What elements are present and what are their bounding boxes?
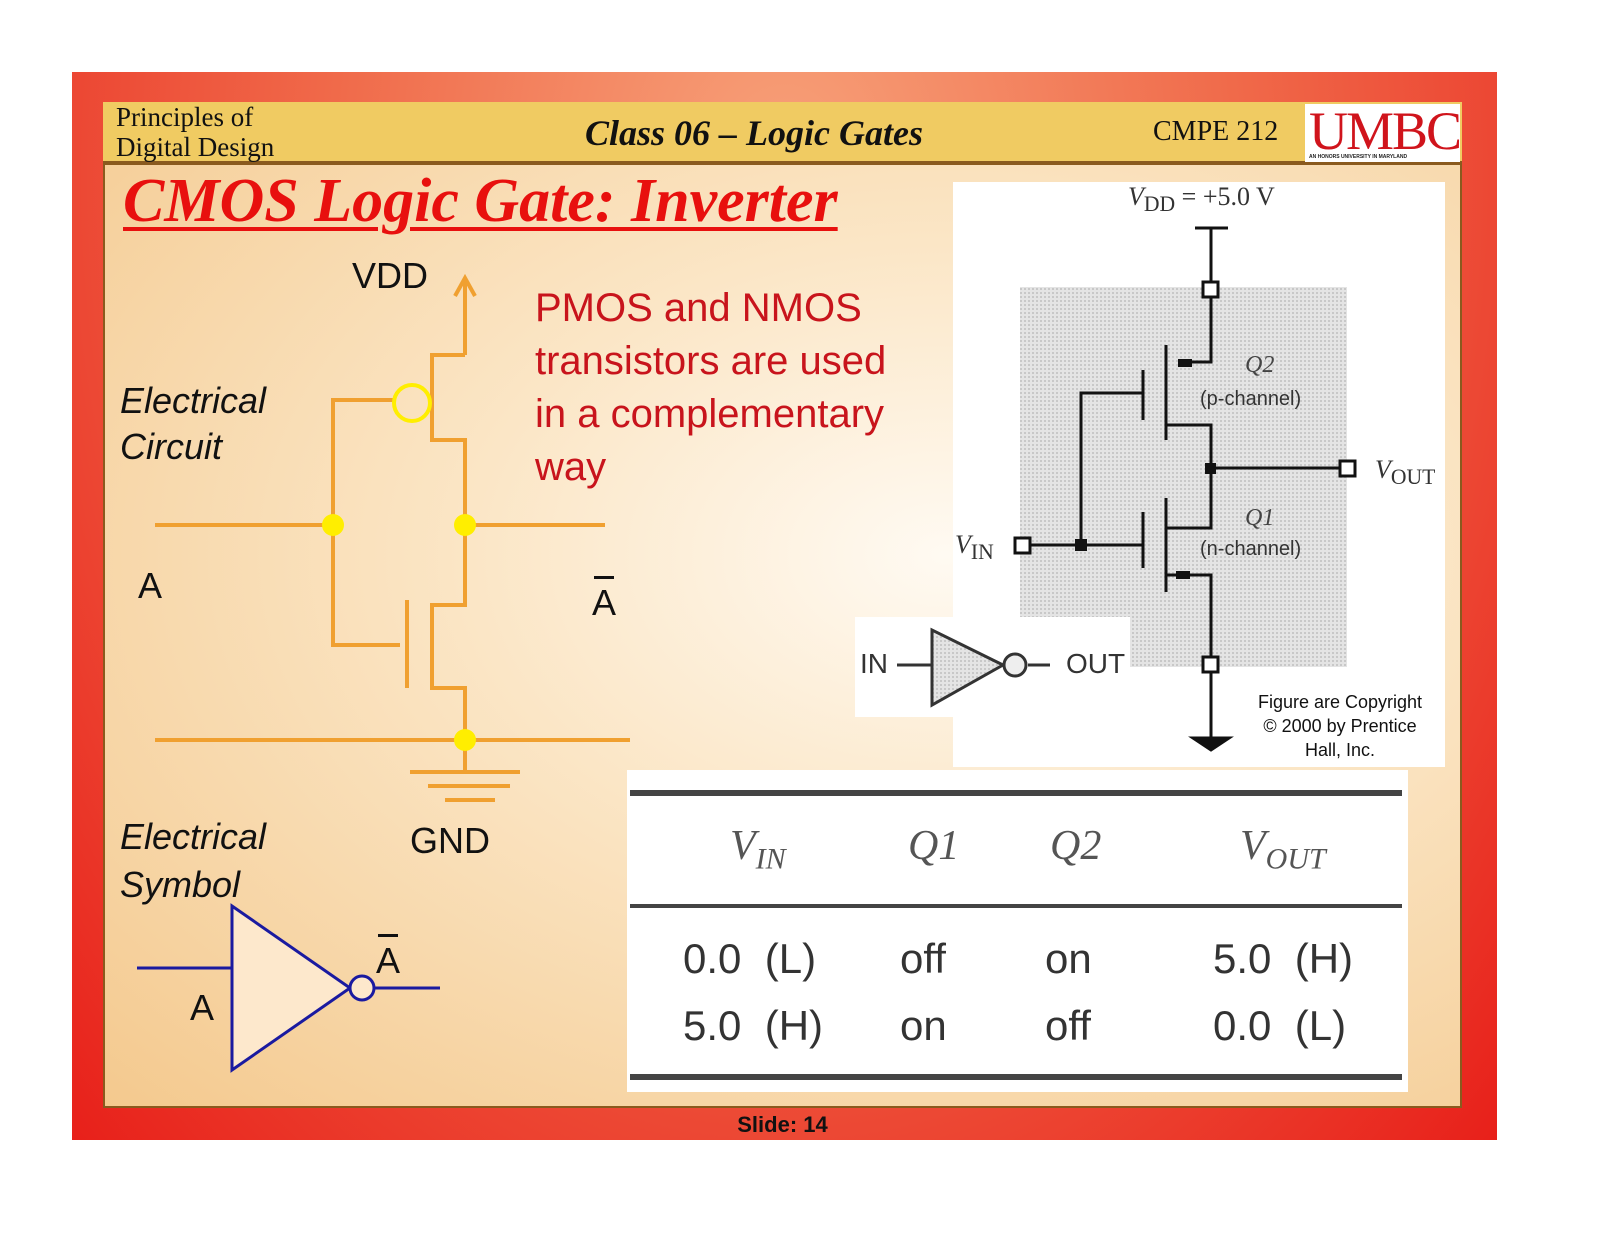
label-line: Electrical xyxy=(120,380,267,421)
course-code: CMPE 212 xyxy=(1153,116,1279,147)
table-cell: 5.0 (H) xyxy=(1213,935,1354,982)
circuit-input-label: A xyxy=(138,565,163,606)
symbol-input-label: A xyxy=(190,987,215,1028)
circuit-nodes xyxy=(322,514,476,751)
truth-table-panel xyxy=(627,770,1408,1092)
node-dot xyxy=(454,729,476,751)
table-cell: on xyxy=(1045,935,1092,982)
subscript: DD xyxy=(1143,192,1176,217)
vout-label: VOUT xyxy=(1375,455,1435,490)
vdd-value-label: VDD = +5.0 V xyxy=(1128,182,1275,217)
header-main: V xyxy=(730,823,756,869)
q2-type: (p-channel) xyxy=(1200,388,1302,410)
vdd-value: = +5.0 V xyxy=(1175,182,1275,211)
description-text: PMOS and NMOS transistors are used in a … xyxy=(535,282,886,494)
cmos-schematic xyxy=(1013,226,1357,752)
class-title: Class 06 – Logic Gates xyxy=(585,113,923,153)
slide-header xyxy=(103,102,1462,165)
table-header: VIN xyxy=(730,822,786,876)
inset-in-label: IN xyxy=(860,648,888,679)
pmos-bubble xyxy=(392,383,432,423)
table-header: Q1 xyxy=(908,823,960,869)
description-line: transistors are used xyxy=(535,339,887,383)
description-line: way xyxy=(535,445,607,489)
v-symbol: V xyxy=(955,530,971,559)
v-symbol: V xyxy=(1375,455,1391,484)
electrical-circuit xyxy=(155,273,630,802)
slide-number: Slide: 14 xyxy=(737,1112,828,1137)
label-line: Symbol xyxy=(120,864,241,905)
description-line: in a complementary xyxy=(535,392,885,436)
truth-table-rules xyxy=(630,790,1402,1080)
course-line: Principles of xyxy=(116,102,254,132)
table-header: VOUT xyxy=(1240,822,1326,876)
node-dot xyxy=(322,514,344,536)
table-cell: off xyxy=(1045,1002,1091,1049)
vin-label: VIN xyxy=(955,530,994,565)
v-symbol: V xyxy=(1128,182,1144,211)
table-cell: 0.0 (L) xyxy=(1213,1002,1347,1049)
subscript: OUT xyxy=(1390,465,1436,490)
copyright-line: Hall, Inc. xyxy=(1304,740,1376,760)
table-cell: 0.0 (L) xyxy=(683,935,817,982)
q2-name: Q2 xyxy=(1245,352,1275,378)
course-line: Digital Design xyxy=(116,132,275,162)
table-cell: 5.0 (H) xyxy=(683,1002,824,1049)
circuit-output-label: A xyxy=(592,576,617,623)
label-line: Electrical xyxy=(120,816,267,857)
slide-title: CMOS Logic Gate: Inverter xyxy=(123,167,838,235)
inset-out-label: OUT xyxy=(1066,648,1126,679)
header-sub: OUT xyxy=(1265,842,1326,876)
header-main: V xyxy=(1240,823,1266,869)
label-line: Circuit xyxy=(120,426,223,467)
table-cell: off xyxy=(900,935,946,982)
q1-type: (n-channel) xyxy=(1200,538,1302,560)
description-line: PMOS and NMOS xyxy=(535,286,862,330)
node-dot xyxy=(454,514,476,536)
inset-inverter xyxy=(897,627,1050,708)
table-header: Q2 xyxy=(1050,823,1102,869)
copyright-line: © 2000 by Prentice xyxy=(1263,716,1417,736)
vdd-label: VDD xyxy=(352,255,429,296)
gnd-label: GND xyxy=(410,820,490,861)
header-sub: IN xyxy=(755,842,786,876)
copyright-line: Figure are Copyright xyxy=(1257,692,1423,712)
logo-text: UMBC xyxy=(1309,101,1462,161)
inverter-symbol xyxy=(137,903,440,1073)
subscript: IN xyxy=(970,540,994,565)
table-cell: on xyxy=(900,1002,947,1049)
symbol-output-label: A xyxy=(376,934,401,981)
q1-name: Q1 xyxy=(1245,505,1275,531)
logo-subtitle: AN HONORS UNIVERSITY IN MARYLAND xyxy=(1309,154,1408,160)
